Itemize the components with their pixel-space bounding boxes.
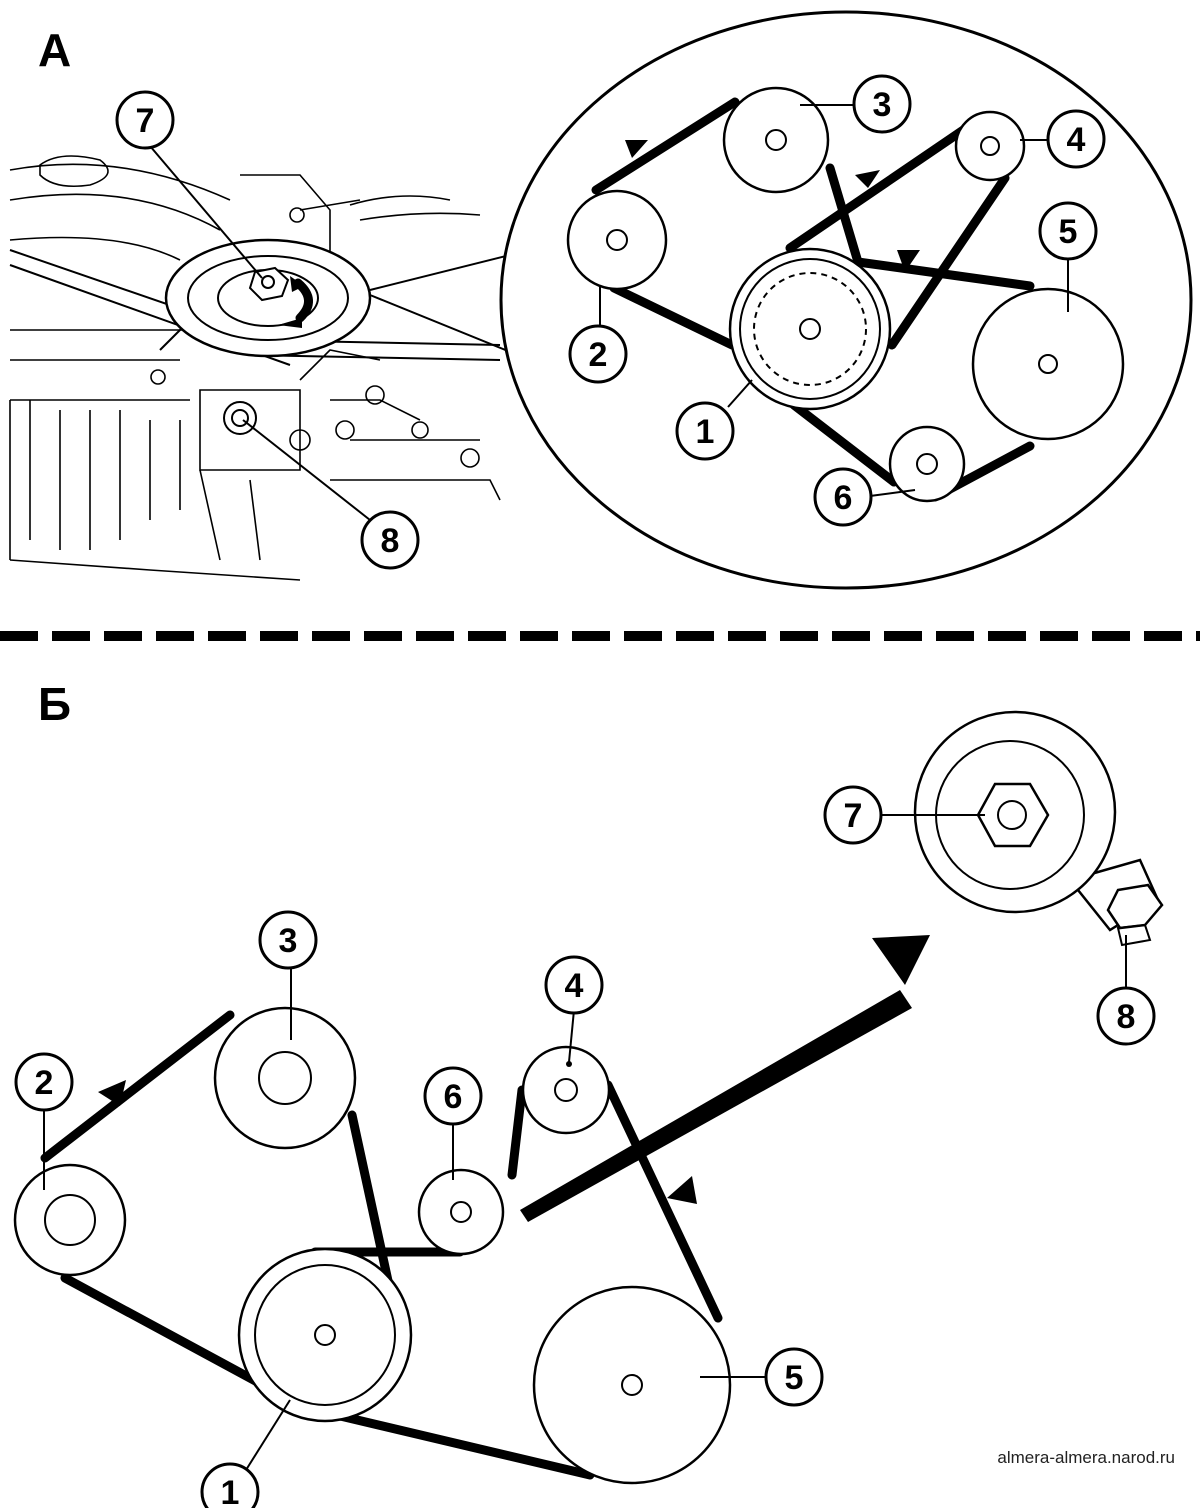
callout-1-a: 1 [696,413,715,451]
callout-6-b-bubble [423,1066,483,1126]
callout-3-a-bubble [852,74,912,134]
callout-6-b: 6 [444,1078,463,1116]
pointer-arrow-shaft [520,990,912,1222]
source-credit: almera-almera.narod.ru [997,1448,1175,1467]
callout-3-a: 3 [873,86,892,124]
callout-1-a-bubble [675,401,735,461]
callout-7-b: 7 [844,797,863,835]
callout-2-a: 2 [589,336,608,374]
callout-6-a: 6 [834,479,853,517]
zoom-belt [591,97,1035,502]
callout-8-a-bubble [360,510,420,570]
callout-3-b: 3 [279,922,298,960]
callout-5-b: 5 [785,1359,804,1397]
zoom-pulleys [566,86,1125,503]
callout-2-b-bubble [14,1052,74,1112]
pulleys-b [13,1006,732,1485]
callout-7-a: 7 [136,102,155,140]
direction-arrow-icon [855,170,880,188]
engine-sketch [9,155,501,581]
callout-4-a-bubble [1046,109,1106,169]
callout-7-a-bubble [115,90,175,150]
callout-5-b-bubble [764,1347,824,1407]
tensioner-detail [913,710,1164,947]
panel-a-label: А [38,24,71,76]
callout-8-b: 8 [1117,998,1136,1036]
adjuster-bolt-sketch [223,401,257,435]
callout-2-a-bubble [568,324,628,384]
direction-arrow-icon [897,250,920,272]
callout-2-b: 2 [35,1064,54,1102]
callout-5-a: 5 [1059,213,1078,251]
tensioner-pulley-sketch [164,238,372,358]
callout-8-a: 8 [381,522,400,560]
main-belt [40,1010,723,1480]
callout-7-b-bubble [823,785,883,845]
panel-b-label: Б [38,678,71,730]
callout-1-b-bubble [200,1462,260,1508]
callout-1-b: 1 [221,1474,240,1508]
callout-4-b: 4 [565,967,584,1005]
callout-5-a-bubble [1038,201,1098,261]
direction-arrow-icon [625,140,648,158]
direction-arrow-icon [98,1080,126,1106]
callout-8-b-bubble [1096,986,1156,1046]
pointer-arrow-icon [872,935,930,985]
callout-4-a: 4 [1067,121,1086,159]
callout-6-a-bubble [813,467,873,527]
direction-arrow-icon [667,1176,697,1204]
callout-3-b-bubble [258,910,318,970]
callout-4-b-bubble [544,955,604,1015]
